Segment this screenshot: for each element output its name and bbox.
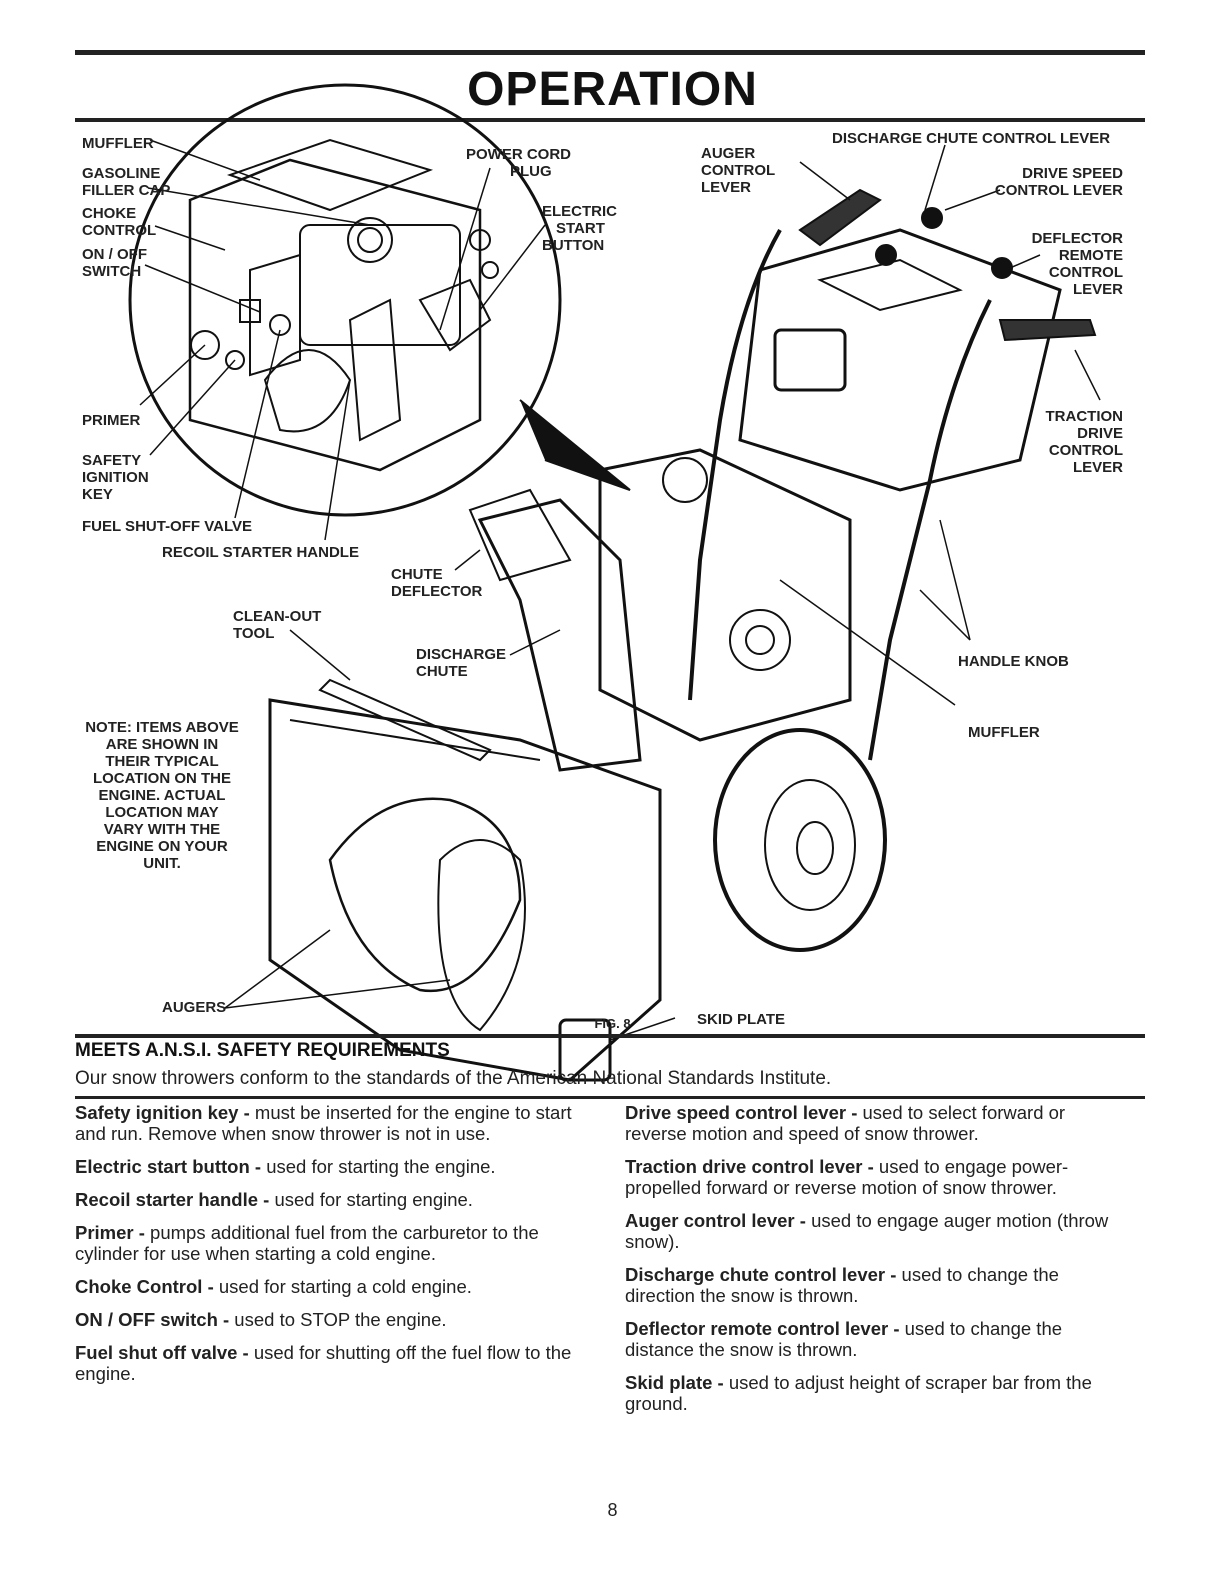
clean-out-tool <box>318 678 492 762</box>
title-underline <box>75 118 1145 122</box>
desc-item: Electric start button - used for startin… <box>75 1156 496 1177</box>
lever-traction <box>998 319 1097 342</box>
label-handle-knob: HANDLE KNOB <box>958 653 1069 670</box>
auger-housing <box>268 698 662 1082</box>
callout-pointer <box>519 399 631 491</box>
label-recoil-starter-handle: RECOIL STARTER HANDLE <box>162 544 359 561</box>
desc-item: Recoil starter handle - used for startin… <box>75 1189 473 1210</box>
engine-block <box>188 158 482 472</box>
label-primer: PRIMER <box>82 412 141 429</box>
desc-item: Traction drive control lever - used to e… <box>625 1156 1069 1198</box>
machine-engine <box>598 448 852 742</box>
skid-plate <box>558 1018 612 1082</box>
label-augers: AUGERS <box>162 999 227 1016</box>
label-muffler-top: MUFFLER <box>82 135 154 152</box>
handle-left <box>688 229 782 701</box>
figure-caption: FIG. 8 <box>594 1016 631 1031</box>
desc-item: Safety ignition key - must be inserted f… <box>75 1102 572 1144</box>
label-muffler-right: MUFFLER <box>968 724 1040 741</box>
desc-item: Choke Control - used for starting a cold… <box>75 1276 472 1297</box>
control-panel <box>738 228 1062 492</box>
top-rule <box>75 50 1145 55</box>
label-fuel-shutoff-valve: FUEL SHUT-OFF VALVE <box>82 518 253 535</box>
page-number: 8 <box>607 1500 618 1520</box>
descriptions-right-column: Drive speed control lever - used to sele… <box>625 1102 1130 1426</box>
engine-callout-circle <box>128 83 562 517</box>
ansi-text: Our snow throwers conform to the standar… <box>75 1068 832 1089</box>
auger-blades <box>328 797 522 993</box>
wheel <box>713 728 887 952</box>
desc-item: Discharge chute control lever - used to … <box>625 1264 1059 1306</box>
section-rule-top <box>75 1034 1145 1038</box>
desc-item: Deflector remote control lever - used to… <box>625 1318 1063 1360</box>
handle-right <box>868 299 992 761</box>
section-rule-bottom <box>75 1096 1145 1099</box>
desc-item: Primer - pumps additional fuel from the … <box>75 1222 539 1264</box>
desc-item: ON / OFF switch - used to STOP the engin… <box>75 1309 447 1330</box>
lever-auger <box>798 188 882 247</box>
page-title: OPERATION <box>467 63 758 116</box>
descriptions-left-column: Safety ignition key - must be inserted f… <box>75 1102 580 1396</box>
desc-item: Drive speed control lever - used to sele… <box>625 1102 1066 1144</box>
desc-item: Auger control lever - used to engage aug… <box>625 1210 1109 1252</box>
ansi-heading: MEETS A.N.S.I. SAFETY REQUIREMENTS <box>75 1040 450 1061</box>
chute-shape <box>477 498 642 772</box>
label-skid-plate: SKID PLATE <box>697 1011 786 1028</box>
desc-item: Fuel shut off valve - used for shutting … <box>75 1342 572 1384</box>
label-discharge-chute-control-lever: DISCHARGE CHUTE CONTROL LEVER <box>832 130 1111 147</box>
desc-item: Skid plate - used to adjust height of sc… <box>625 1372 1092 1414</box>
